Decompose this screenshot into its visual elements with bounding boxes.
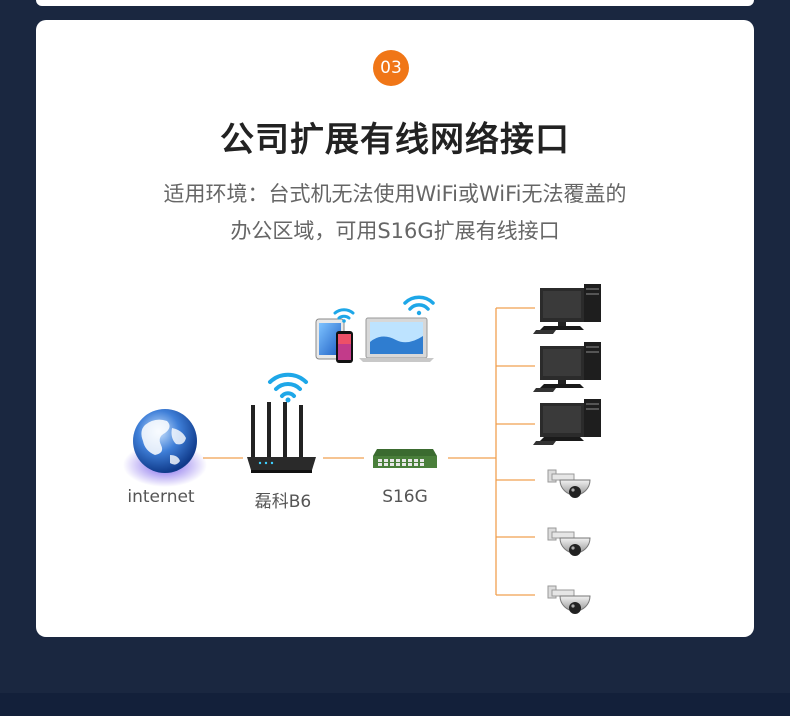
phone-icon [336, 331, 353, 363]
switch-icon [373, 449, 437, 468]
dome-camera-icon [548, 470, 590, 498]
wifi-icon [270, 375, 306, 403]
wifi-icon [405, 297, 433, 315]
router-label: 磊科B6 [233, 487, 333, 512]
globe-icon [123, 409, 207, 487]
internet-label: internet [111, 487, 211, 507]
switch-label: S16G [355, 487, 455, 507]
router-icon [247, 402, 316, 473]
dome-camera-icon [548, 586, 590, 614]
desktop-pc-icon [533, 399, 601, 445]
laptop-icon [359, 318, 434, 362]
desktop-pc-icon [533, 284, 601, 334]
dome-camera-icon [548, 528, 590, 556]
desktop-pc-icon [533, 342, 601, 392]
